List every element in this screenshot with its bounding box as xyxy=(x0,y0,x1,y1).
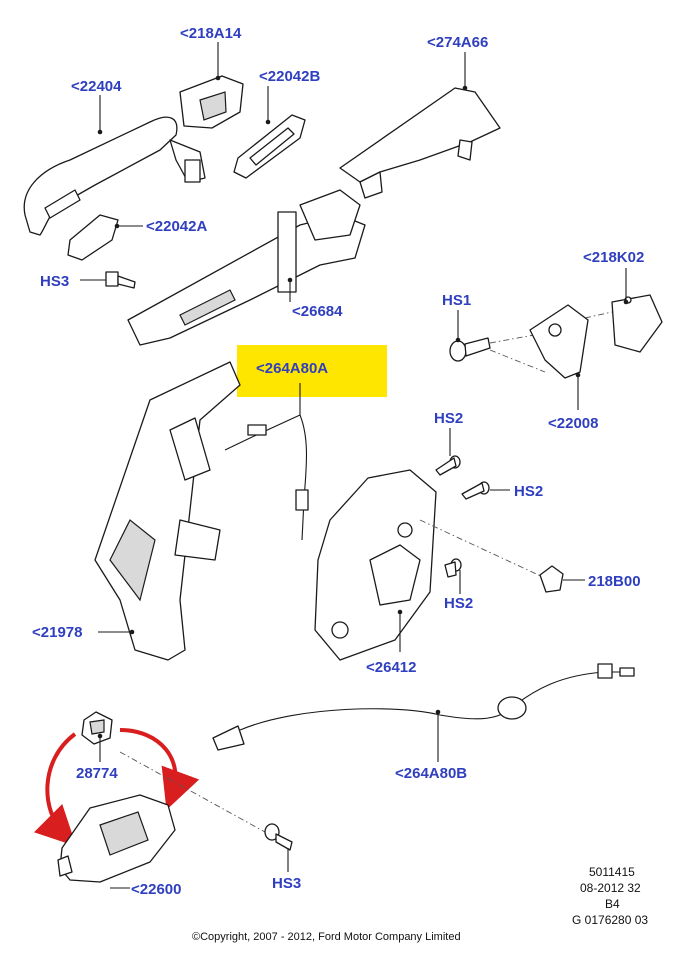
callout-HS2-right[interactable]: HS2 xyxy=(514,483,543,500)
callout-22042B[interactable]: <22042B xyxy=(259,68,320,85)
callout-HS3-bottom[interactable]: HS3 xyxy=(272,875,301,892)
part-26412-latch xyxy=(314,469,437,661)
callout-HS3-top[interactable]: HS3 xyxy=(40,273,69,290)
callout-26412[interactable]: <26412 xyxy=(366,659,416,676)
callout-274A66[interactable]: <274A66 xyxy=(427,34,488,51)
part-264A80B-cable xyxy=(212,663,635,751)
part-HS2-screws xyxy=(435,455,490,578)
callout-21978[interactable]: <21978 xyxy=(32,624,82,641)
part-HS3-screw-bottom xyxy=(264,823,293,851)
callout-22008[interactable]: <22008 xyxy=(548,415,598,432)
callout-HS1[interactable]: HS1 xyxy=(442,292,471,309)
callout-22404[interactable]: <22404 xyxy=(71,78,122,95)
part-28774-clip xyxy=(81,711,113,745)
part-218B00-cap xyxy=(539,565,564,593)
red-arrow-right xyxy=(119,728,200,811)
highlight-box xyxy=(237,345,387,397)
callout-264A80A[interactable]: <264A80A xyxy=(256,360,328,377)
callout-HS2-lower[interactable]: HS2 xyxy=(444,595,473,612)
part-218K02-plate xyxy=(611,294,663,353)
part-26684-frame xyxy=(127,189,366,346)
part-22404-handle xyxy=(23,116,206,236)
part-22042A-gasket xyxy=(67,214,119,261)
part-218A14-cap xyxy=(179,75,244,129)
drawing-sheet: B4 xyxy=(605,897,620,911)
callout-218B00[interactable]: 218B00 xyxy=(588,573,641,590)
drawing-number: 5011415 xyxy=(589,865,635,879)
copyright-notice: ©Copyright, 2007 - 2012, Ford Motor Comp… xyxy=(192,931,461,943)
callout-264A80B[interactable]: <264A80B xyxy=(395,765,467,782)
drawing-code: G 0176280 03 xyxy=(572,913,648,927)
part-264A80A-cable xyxy=(224,414,309,541)
part-274A66-cover xyxy=(339,87,501,199)
callout-26684[interactable]: <26684 xyxy=(292,303,343,320)
callout-22042A[interactable]: <22042A xyxy=(146,218,207,235)
part-22042B-gasket xyxy=(233,114,306,179)
red-arrow-left xyxy=(33,732,77,847)
part-HS1-bolt xyxy=(449,337,491,362)
callout-HS2-top[interactable]: HS2 xyxy=(434,410,463,427)
callout-218A14[interactable]: <218A14 xyxy=(180,25,242,42)
part-HS3-screw-top xyxy=(105,271,136,289)
part-21978-bracket xyxy=(94,361,241,661)
callout-218K02[interactable]: <218K02 xyxy=(583,249,644,266)
part-22600-interior-handle xyxy=(57,794,176,883)
callout-22600[interactable]: <22600 xyxy=(131,881,181,898)
callout-28774[interactable]: 28774 xyxy=(76,765,118,782)
part-22008-striker xyxy=(529,304,589,379)
drawing-date: 08-2012 32 xyxy=(580,881,641,895)
